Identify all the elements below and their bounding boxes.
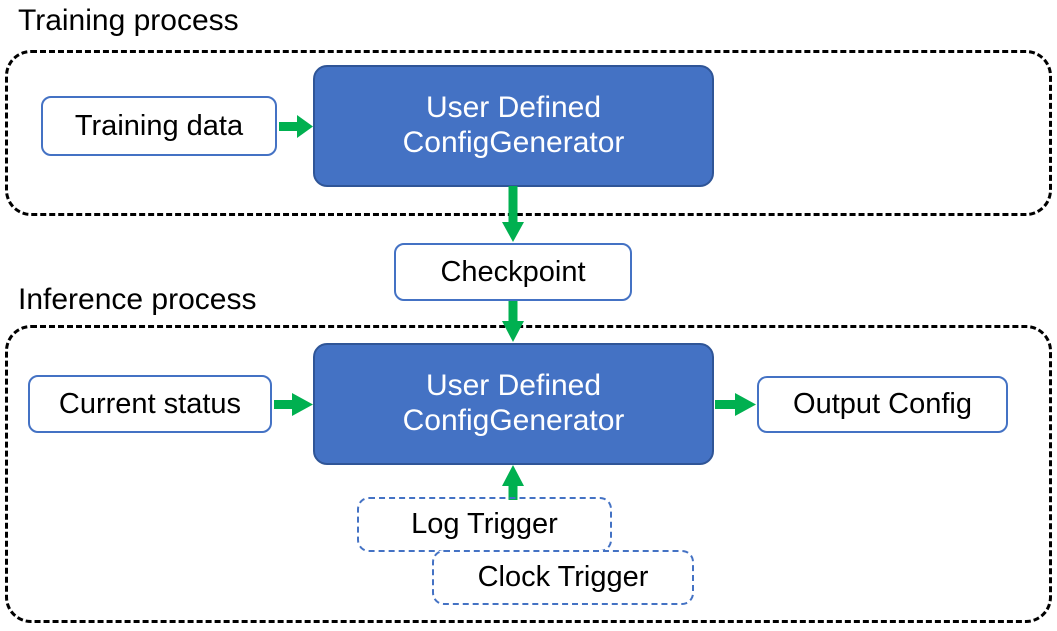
node-training-data[interactable]: Training data bbox=[41, 96, 277, 156]
node-inference-config-generator[interactable]: User Defined ConfigGenerator bbox=[313, 343, 714, 465]
node-current-status-label: Current status bbox=[58, 387, 242, 420]
training-process-caption: Training process bbox=[18, 4, 239, 37]
node-output-config-label: Output Config bbox=[793, 388, 972, 421]
node-training-data-label: Training data bbox=[74, 109, 244, 142]
inference-process-container bbox=[5, 325, 1052, 623]
node-log-trigger-label: Log Trigger bbox=[409, 508, 560, 541]
node-log-trigger[interactable]: Log Trigger bbox=[357, 497, 612, 552]
node-inference-config-generator-line2: ConfigGenerator bbox=[402, 404, 625, 437]
node-training-config-generator-line1: User Defined bbox=[425, 91, 602, 125]
inference-process-caption: Inference process bbox=[18, 283, 257, 316]
node-training-config-generator-line2: ConfigGenerator bbox=[402, 126, 625, 159]
node-training-config-generator[interactable]: User Defined ConfigGenerator bbox=[313, 65, 714, 187]
node-clock-trigger[interactable]: Clock Trigger bbox=[432, 550, 694, 605]
node-inference-config-generator-line1: User Defined bbox=[425, 369, 602, 403]
node-output-config[interactable]: Output Config bbox=[757, 376, 1008, 433]
node-checkpoint[interactable]: Checkpoint bbox=[394, 243, 632, 301]
training-process-container bbox=[5, 50, 1052, 216]
node-clock-trigger-label: Clock Trigger bbox=[475, 561, 651, 594]
node-checkpoint-label: Checkpoint bbox=[440, 255, 586, 288]
node-current-status[interactable]: Current status bbox=[28, 375, 272, 433]
